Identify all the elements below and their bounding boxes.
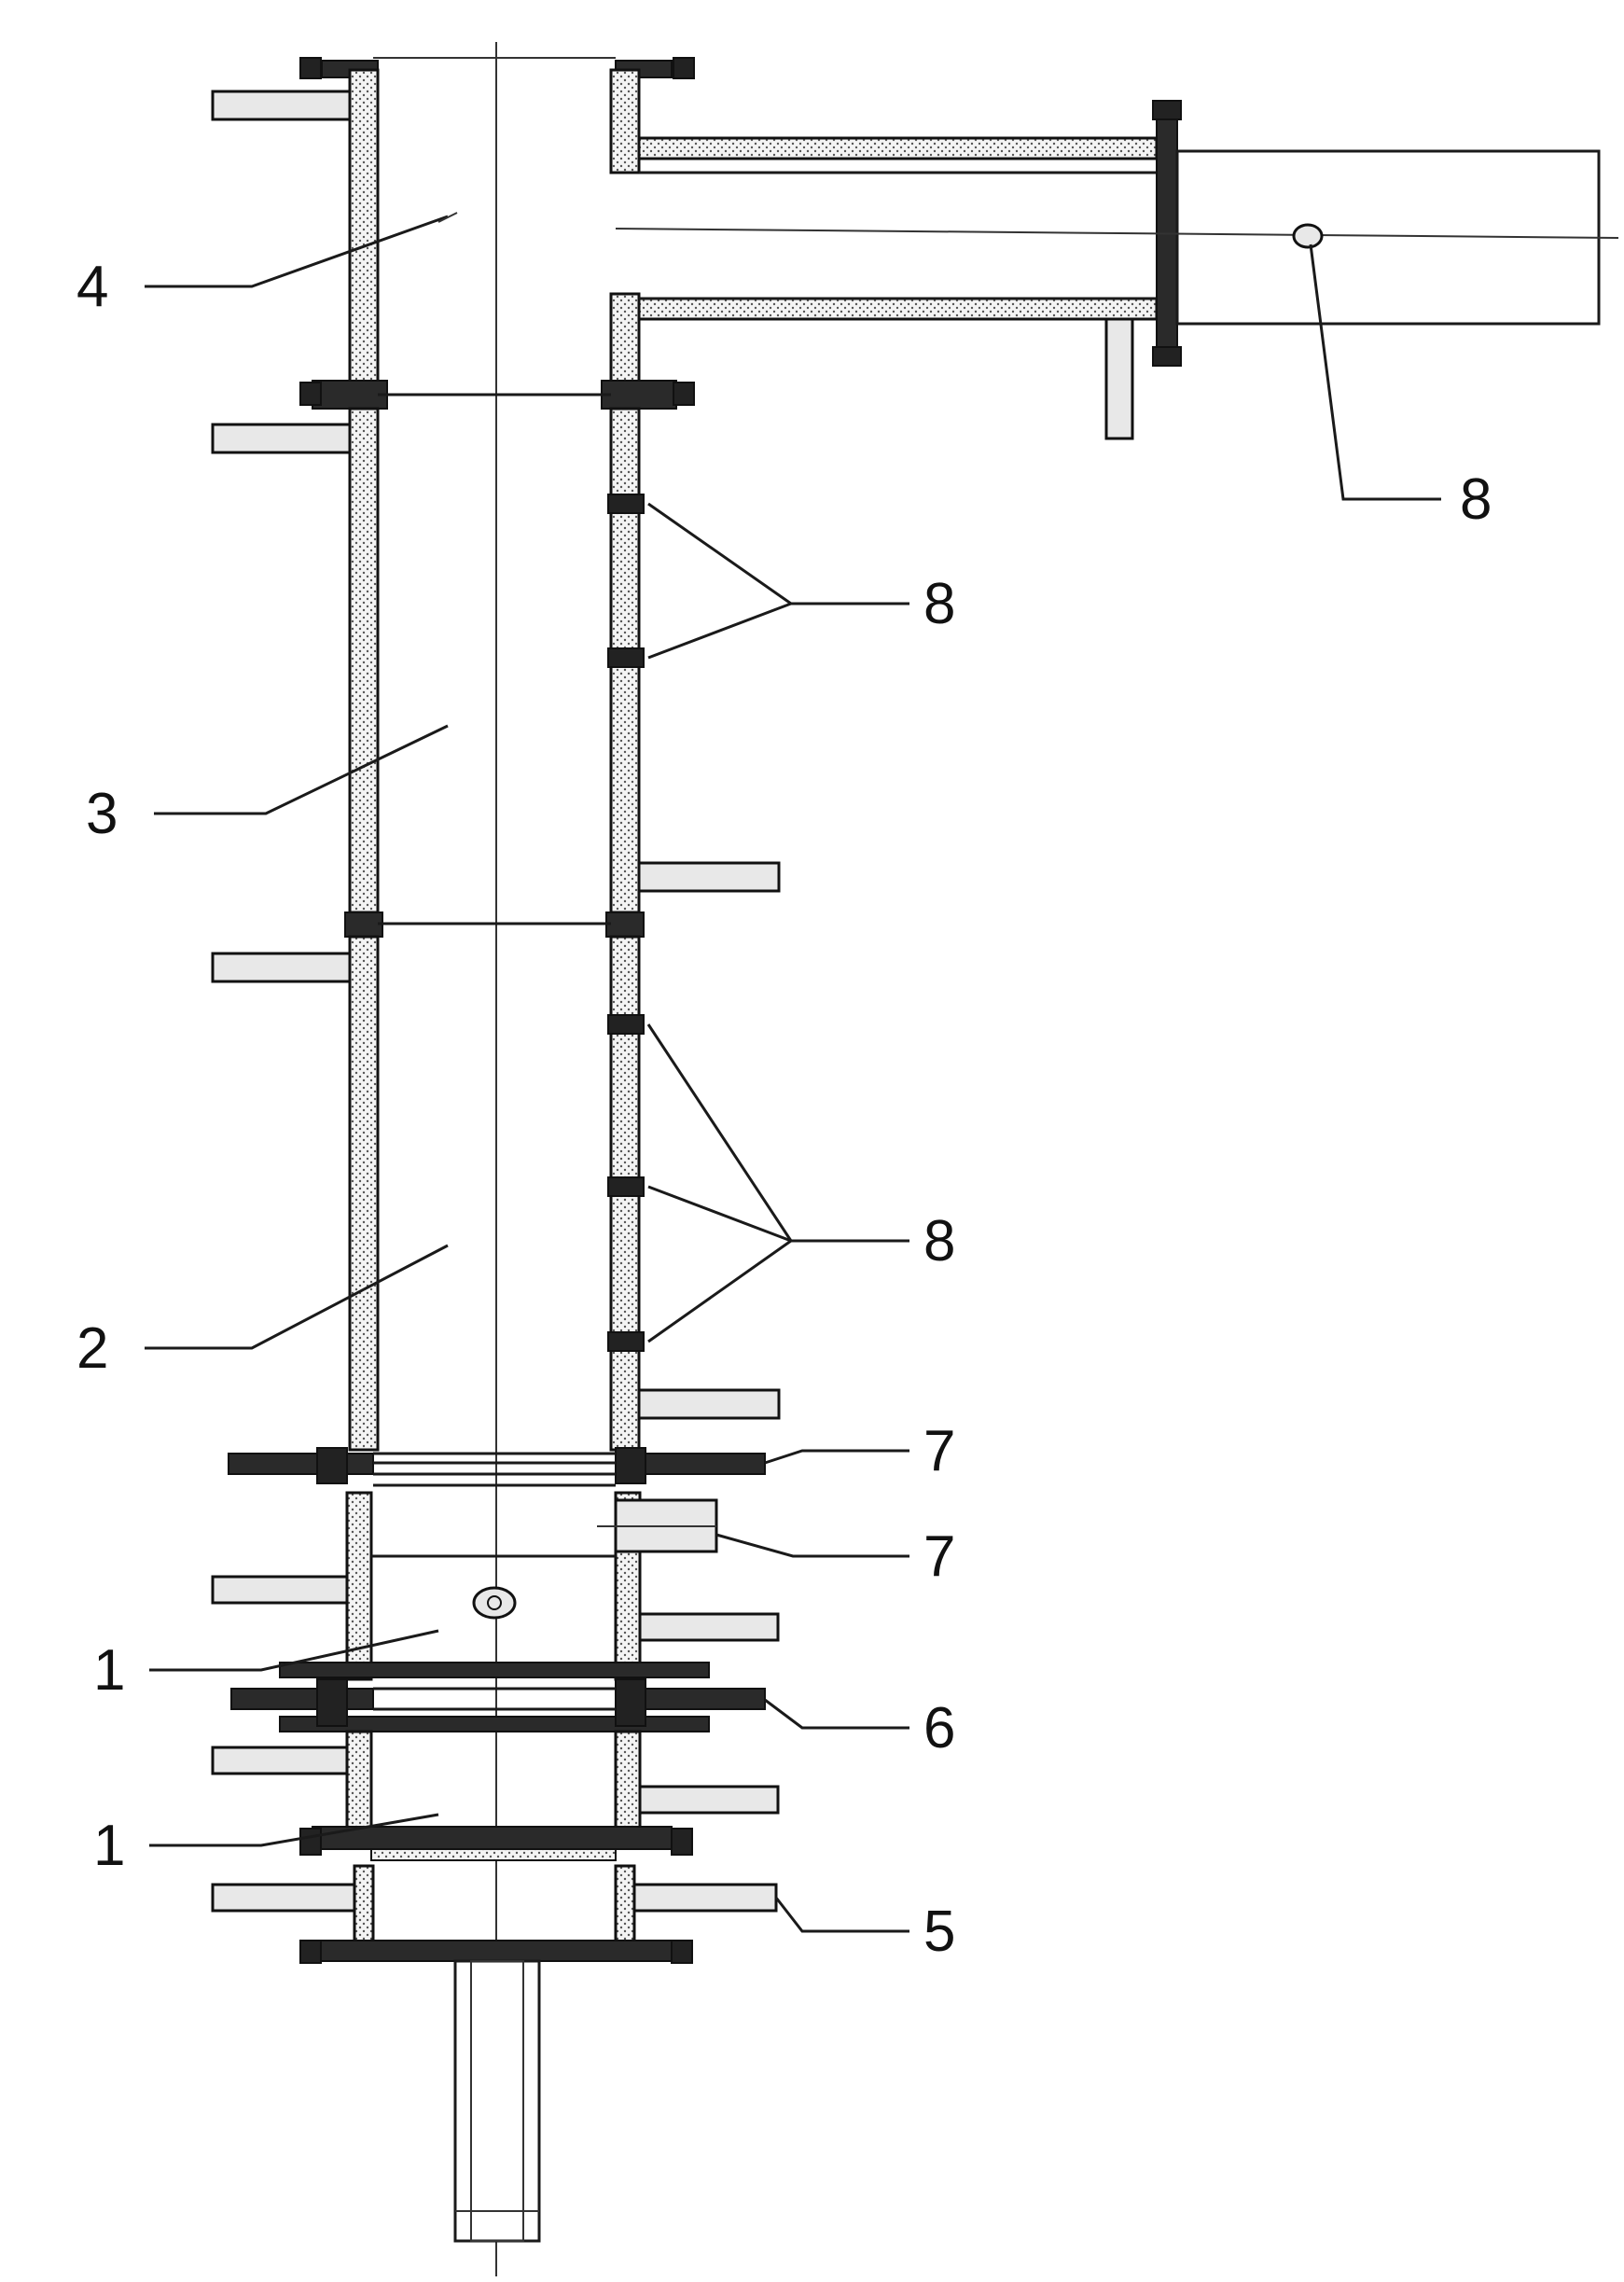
label-item-6: 7 <box>923 1524 955 1589</box>
section-4-column <box>211 57 695 410</box>
lower-distributor-flange <box>230 1662 766 1732</box>
leader-lines <box>145 212 1441 1933</box>
section-2-column <box>211 935 781 1452</box>
label-section-1-lower: 1 <box>93 1814 125 1878</box>
label-item-5: 5 <box>923 1899 955 1964</box>
label-section-4: 4 <box>76 255 108 319</box>
section-1-lower-column <box>211 1730 780 1861</box>
upper-distributor-flange <box>228 1447 766 1487</box>
duct-port-icon <box>1292 223 1324 249</box>
label-section-1-upper: 1 <box>93 1638 125 1703</box>
label-section-3: 3 <box>86 782 118 846</box>
section-1-upper-column <box>211 1491 780 1681</box>
sight-port-icon <box>472 1586 517 1620</box>
outlet-duct <box>615 100 1619 440</box>
label-item-7-lower: 6 <box>923 1696 955 1760</box>
label-item-7-upper: 7 <box>923 1419 955 1483</box>
plenum-section <box>211 1864 778 2243</box>
label-section-2: 2 <box>76 1316 108 1381</box>
label-item-8-outlet: 8 <box>1460 467 1492 532</box>
label-item-8-middle: 8 <box>923 1209 955 1273</box>
section-3-column <box>211 407 781 938</box>
label-item-8-upper: 8 <box>923 572 955 636</box>
